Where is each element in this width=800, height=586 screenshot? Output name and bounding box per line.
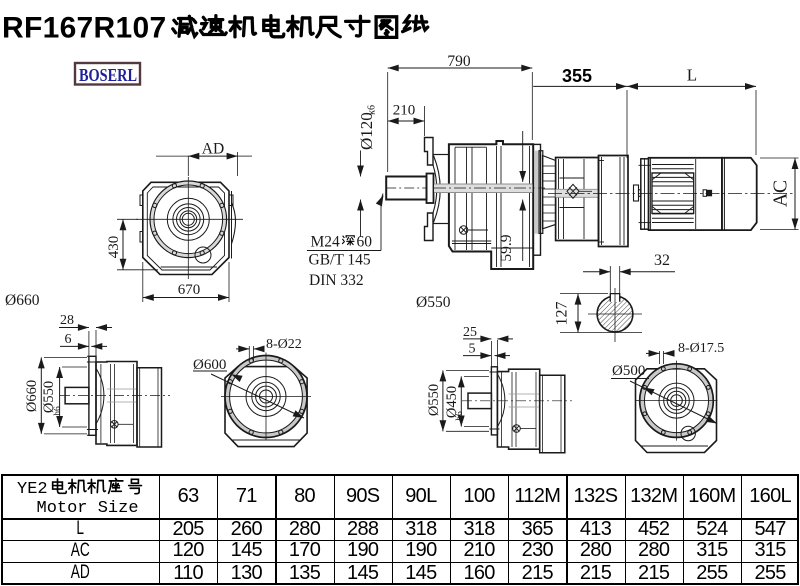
svg-text:Ø660: Ø660 bbox=[24, 380, 40, 412]
svg-text:28: 28 bbox=[60, 313, 74, 328]
svg-text:DIN 332: DIN 332 bbox=[309, 272, 364, 289]
svg-text:127: 127 bbox=[554, 302, 571, 326]
svg-text:k6: k6 bbox=[367, 105, 378, 115]
svg-text:Ø450: Ø450 bbox=[444, 386, 460, 418]
svg-text:59.9: 59.9 bbox=[498, 234, 515, 261]
svg-text:25: 25 bbox=[463, 325, 477, 340]
svg-text:Ø120: Ø120 bbox=[357, 112, 376, 150]
svg-text:AC: AC bbox=[771, 180, 792, 207]
svg-text:355: 355 bbox=[562, 66, 592, 86]
svg-text:6: 6 bbox=[65, 332, 72, 347]
svg-text:M24: M24 bbox=[311, 234, 341, 251]
svg-text:8-Ø22: 8-Ø22 bbox=[266, 337, 302, 352]
svg-text:60: 60 bbox=[357, 234, 373, 251]
svg-text:5: 5 bbox=[469, 342, 476, 357]
svg-text:Ø550: Ø550 bbox=[426, 384, 442, 416]
svg-text:8-Ø17.5: 8-Ø17.5 bbox=[678, 341, 724, 356]
svg-text:430: 430 bbox=[106, 236, 122, 259]
svg-text:BOSERL: BOSERL bbox=[79, 65, 137, 85]
svg-text:h6: h6 bbox=[455, 411, 465, 421]
svg-text:AD: AD bbox=[202, 140, 224, 157]
svg-text:h6: h6 bbox=[53, 406, 63, 416]
svg-text:210: 210 bbox=[393, 103, 416, 119]
svg-text:670: 670 bbox=[178, 282, 201, 298]
svg-text:RF167R107: RF167R107 bbox=[2, 12, 166, 45]
svg-text:Ø500: Ø500 bbox=[612, 363, 645, 379]
svg-text:Ø550: Ø550 bbox=[41, 381, 57, 413]
svg-text:790: 790 bbox=[447, 53, 471, 70]
svg-text:Ø660: Ø660 bbox=[5, 292, 40, 309]
svg-text:32: 32 bbox=[654, 252, 670, 269]
svg-text:Ø600: Ø600 bbox=[193, 357, 226, 373]
svg-text:L: L bbox=[687, 66, 697, 85]
svg-text:Ø550: Ø550 bbox=[416, 294, 451, 311]
svg-text:GB/T 145: GB/T 145 bbox=[309, 252, 371, 269]
